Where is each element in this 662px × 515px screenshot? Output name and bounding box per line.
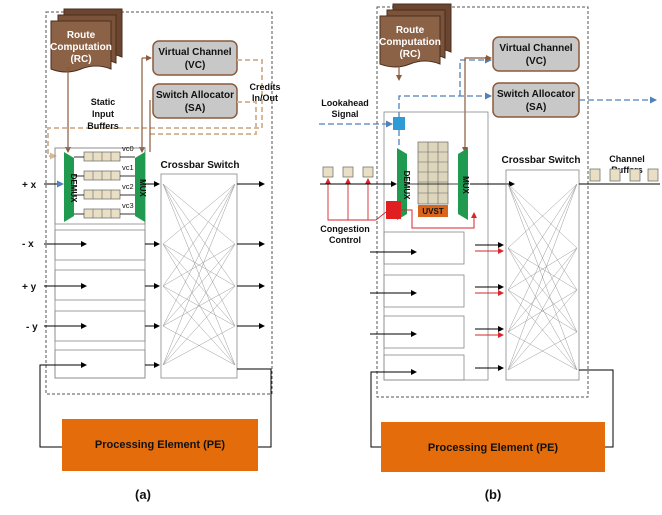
input-arrows — [44, 180, 160, 368]
sa-abbrev: (SA) — [185, 103, 206, 114]
uvst-box — [418, 205, 448, 217]
rc-b-line2: Computation — [379, 37, 441, 48]
port-label-minus-x: - x — [22, 239, 34, 250]
output-arrows — [237, 181, 265, 329]
switch-allocator-block-b: Switch Allocator (SA) — [492, 82, 580, 118]
vc-buffers: vc0 vc1 vc2 vc3 — [74, 144, 135, 219]
congestion-lines — [401, 209, 477, 229]
switch-allocator-block: Switch Allocator (SA) — [152, 83, 238, 119]
control-arrows-b — [396, 55, 492, 153]
panel-a: Route Computation (RC) Virtual Channel (… — [22, 8, 281, 502]
lookahead-label-line2: Signal — [331, 109, 358, 119]
caption-b: (b) — [485, 487, 502, 502]
rc-label-line1: Route — [67, 30, 96, 41]
credits-path — [47, 59, 263, 160]
port-label-minus-y: - y — [26, 322, 38, 333]
static-buffers-label-line2: Input — [92, 109, 114, 119]
mux-shape — [135, 152, 145, 222]
vc-title: Virtual Channel — [158, 47, 231, 58]
caption-a: (a) — [135, 487, 151, 502]
virtual-channel-block-b: Virtual Channel (VC) — [492, 36, 580, 72]
pe-label-a: Processing Element (PE) — [95, 439, 226, 451]
route-computation-block-b: Route Computation (RC) — [379, 3, 452, 68]
uvst-label: UVST — [422, 207, 443, 216]
route-computation-block: Route Computation (RC) — [50, 8, 123, 73]
crossbar-label-b: Crossbar Switch — [502, 155, 581, 166]
congestion-label-line1: Congestion — [320, 224, 370, 234]
mux-label: MUX — [138, 179, 147, 197]
crossbar-switch — [160, 173, 238, 379]
credits-label-line1: Credits — [249, 82, 280, 92]
port-red-arrows-b — [475, 248, 504, 338]
port-arrows-b — [370, 242, 504, 375]
crossbar-switch-b — [505, 169, 580, 381]
rc-b-line3: (RC) — [399, 49, 420, 60]
processing-element-b: Processing Element (PE) — [381, 422, 605, 472]
rc-label-line2: Computation — [50, 42, 112, 53]
port-boxes — [54, 229, 146, 379]
port-label-plus-x: + x — [22, 180, 37, 191]
vc-abbrev: (VC) — [185, 60, 206, 71]
vc-b-abbrev: (VC) — [526, 56, 547, 67]
crossbar-lines-b — [507, 183, 578, 371]
congestion-feedback — [325, 178, 387, 221]
demux-label: DEMUX — [69, 174, 78, 204]
lookahead-unit — [393, 117, 405, 130]
pe-loop-b — [370, 369, 614, 448]
pe-loop — [39, 364, 272, 448]
demux-label-b: DEMUX — [402, 171, 411, 201]
congestion-label-line2: Control — [329, 235, 361, 245]
sa-b-abbrev: (SA) — [526, 102, 547, 113]
channel-buffers-label-line1: Channel — [609, 154, 645, 164]
processing-element-a: Processing Element (PE) — [62, 419, 258, 471]
rc-b-line1: Route — [396, 25, 425, 36]
mux-shape-b — [458, 148, 468, 220]
crossbar-lines — [162, 183, 236, 366]
mux-label-b: MUX — [461, 176, 470, 194]
panel-b: Route Computation (RC) Virtual Channel (… — [319, 3, 660, 502]
sa-b-title: Switch Allocator — [497, 89, 575, 100]
pe-label-b: Processing Element (PE) — [428, 442, 559, 454]
shared-buffer-grid: UVST — [407, 141, 458, 217]
port-label-plus-y: + y — [22, 282, 37, 293]
static-buffers-label-line1: Static — [91, 97, 116, 107]
rc-label-line3: (RC) — [70, 54, 91, 65]
input-channel-buffers — [322, 166, 374, 178]
virtual-channel-block: Virtual Channel (VC) — [152, 40, 238, 76]
output-channel-buffers — [589, 168, 659, 182]
lookahead-path — [319, 56, 657, 146]
router-outline-b — [376, 6, 589, 398]
demux-shape — [64, 152, 74, 222]
vc3-label: vc3 — [122, 201, 134, 210]
sa-title: Switch Allocator — [156, 90, 234, 101]
vc2-label: vc2 — [122, 182, 134, 191]
vc1-label: vc1 — [122, 163, 134, 172]
vc0-label: vc0 — [122, 144, 134, 153]
congestion-unit — [386, 201, 401, 219]
channel-buffers-label-line2: Buffers — [611, 165, 643, 175]
vc-b-title: Virtual Channel — [499, 43, 572, 54]
lookahead-label-line1: Lookahead — [321, 98, 369, 108]
crossbar-label: Crossbar Switch — [161, 160, 240, 171]
control-arrows — [65, 55, 152, 153]
credits-label-line2: In/Out — [252, 93, 278, 103]
router-outline — [45, 11, 273, 395]
static-buffers-label-line3: Buffers — [87, 121, 119, 131]
port-boxes-b — [383, 231, 465, 381]
